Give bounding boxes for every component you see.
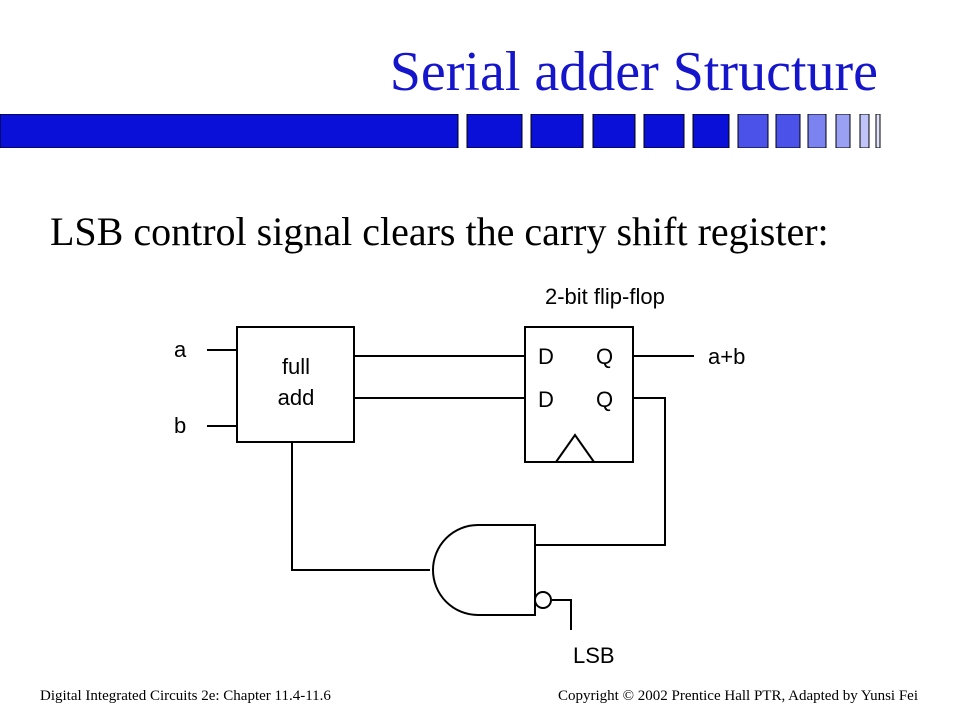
bar-segment: [466, 114, 523, 148]
bar-segment: [859, 114, 870, 148]
ff-q1-label: Q: [596, 344, 613, 369]
input-a-label: a: [174, 337, 187, 362]
bar-segment: [0, 114, 459, 148]
title-decorative-bar: [0, 114, 881, 148]
wire-lsb: [552, 599, 572, 630]
adder-label-line1: full: [282, 354, 310, 379]
wire-carry-feedback: [517, 397, 666, 546]
flipflop-title: 2-bit flip-flop: [545, 284, 665, 309]
footer-citation: Digital Integrated Circuits 2e: Chapter …: [40, 688, 331, 704]
wire-carry-in: [291, 442, 430, 571]
bar-segment: [592, 114, 636, 148]
ff-d1-label: D: [538, 344, 554, 369]
bar-segment: [692, 114, 730, 148]
bar-segment: [807, 114, 827, 148]
bar-segment: [775, 114, 801, 148]
ff-q2-label: Q: [596, 387, 613, 412]
slide-subtitle: LSB control signal clears the carry shif…: [50, 209, 829, 254]
footer-copyright: Copyright © 2002 Prentice Hall PTR, Adap…: [558, 688, 918, 704]
bar-segment: [530, 114, 584, 148]
bar-segment: [643, 114, 685, 148]
clock-triangle-icon: [555, 433, 595, 463]
bar-segment: [835, 114, 851, 148]
ff-d2-label: D: [538, 387, 554, 412]
slide-title: Serial adder Structure: [389, 41, 878, 103]
adder-label-line2: add: [278, 385, 315, 410]
bar-segment: [875, 114, 881, 148]
lsb-label: LSB: [573, 643, 615, 668]
full-adder-box: [236, 326, 355, 443]
input-b-label: b: [174, 413, 186, 438]
output-label: a+b: [708, 344, 745, 369]
inverter-bubble-icon: [534, 591, 552, 609]
and-gate-icon: [432, 524, 536, 616]
bar-segment: [737, 114, 769, 148]
